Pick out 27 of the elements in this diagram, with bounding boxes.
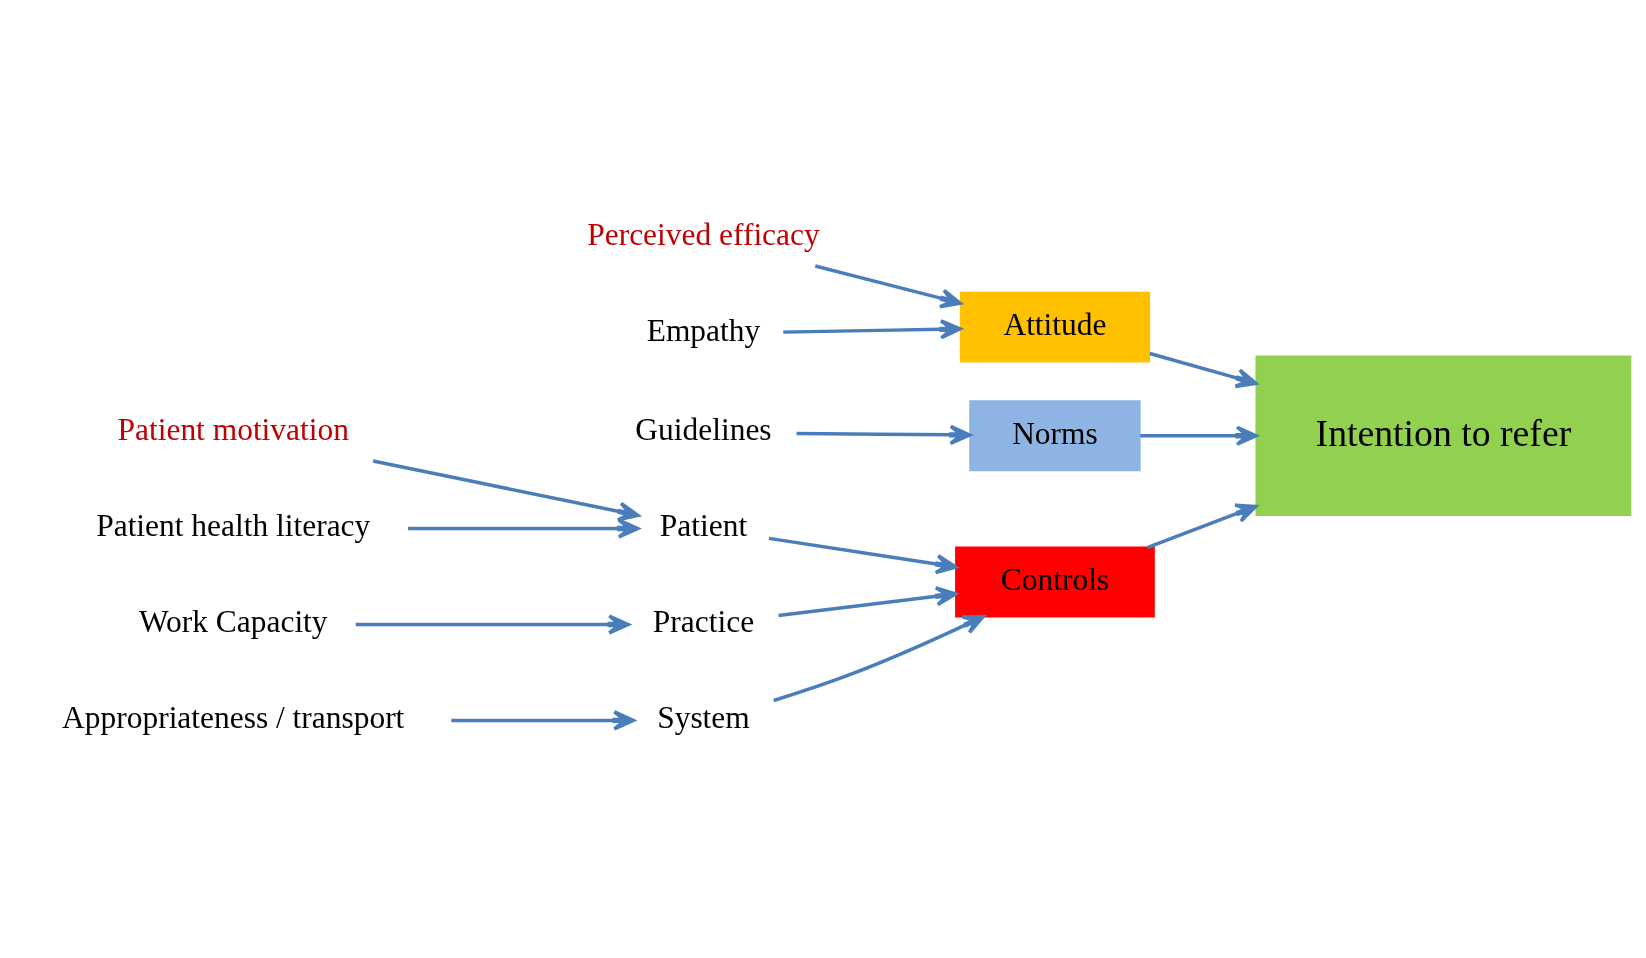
- node-text: Guidelines: [635, 412, 772, 448]
- arrow: [451, 710, 635, 731]
- node-text: Empathy: [646, 313, 761, 349]
- node-text: Appropriateness / transport: [62, 700, 405, 736]
- node-box: Norms: [969, 400, 1141, 472]
- arrow: [778, 586, 958, 618]
- node-text: System: [657, 700, 750, 736]
- arrow: [783, 319, 962, 340]
- arrow: [773, 614, 985, 703]
- node-text: Patient: [659, 508, 748, 544]
- node-box: Controls: [955, 546, 1155, 618]
- arrow: [408, 518, 640, 539]
- node-box: Attitude: [959, 291, 1151, 363]
- arrow: [1147, 503, 1258, 549]
- node-text: Practice: [652, 604, 755, 640]
- node-text: Patient motivation: [117, 412, 349, 448]
- node-text: Perceived efficacy: [587, 217, 820, 253]
- node-text: Work Capacity: [138, 604, 328, 640]
- node-box: Intention to refer: [1255, 355, 1632, 516]
- arrow: [796, 424, 972, 446]
- arrow: [372, 459, 640, 522]
- arrow: [768, 536, 958, 575]
- node-text: Patient health literacy: [96, 508, 371, 544]
- arrow: [814, 264, 962, 309]
- arrow: [355, 614, 630, 635]
- arrow: [1140, 425, 1258, 446]
- arrow: [1149, 351, 1258, 389]
